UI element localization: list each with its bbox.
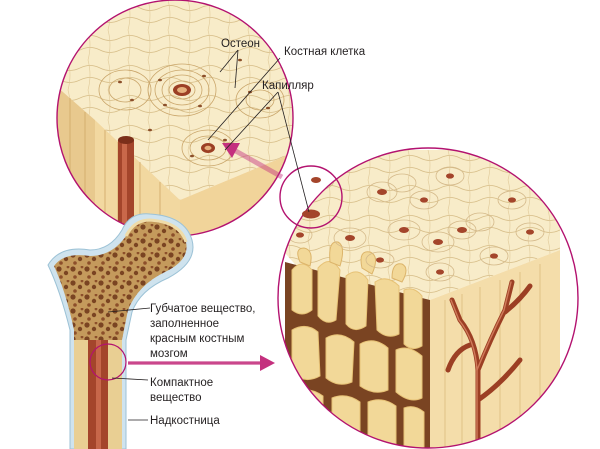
label-spongy-3: красным костным: [150, 333, 244, 345]
label-spongy-2: заполненное: [150, 318, 219, 330]
osteon-magnified-view: [56, 0, 294, 237]
femur-illustration: [47, 213, 194, 449]
leader-lines: [107, 49, 310, 421]
right-circle-outline: [277, 147, 579, 449]
compact-spongy-magnified-view: [277, 147, 579, 449]
arrow-to-top-circle: [222, 143, 284, 180]
capillary-highlight-circle: [279, 165, 343, 229]
arrow-to-right-circle: [128, 355, 275, 371]
label-bone-cell: Костная клетка: [284, 46, 366, 58]
label-compact-1: Компактное: [150, 377, 213, 389]
label-compact-2: вещество: [150, 392, 202, 404]
label-capillary: Капилляр: [262, 80, 314, 92]
label-osteon: Остеон: [221, 38, 260, 50]
label-periosteum: Надкостница: [150, 415, 220, 427]
femur-highlight-circle: [89, 343, 127, 381]
label-spongy-1: Губчатое вещество,: [150, 303, 256, 315]
label-spongy-4: мозгом: [150, 348, 188, 360]
